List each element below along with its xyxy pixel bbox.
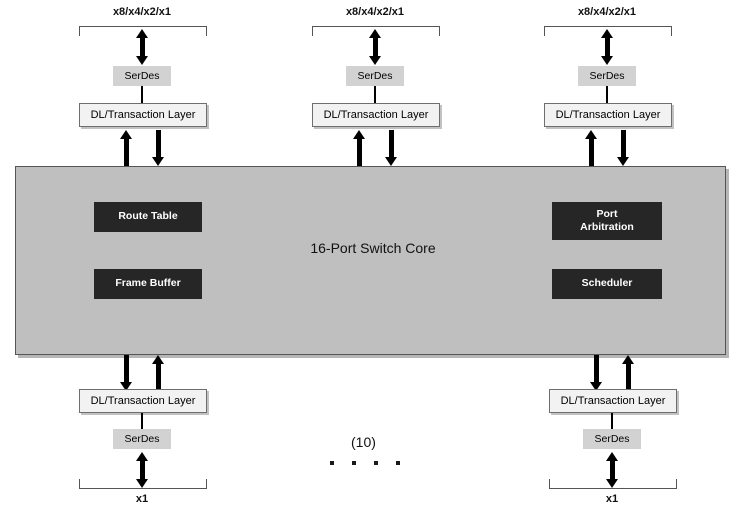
- top-port-2-bracket: [312, 26, 440, 36]
- ellipsis-dot: [330, 461, 334, 465]
- bottom-port-1-serdes: SerDes: [113, 429, 171, 449]
- top-port-3-lane-label: x8/x4/x2/x1: [577, 6, 637, 18]
- top-port-1-serdes: SerDes: [113, 66, 171, 86]
- bottom-port-2-lane-label: x1: [605, 493, 619, 505]
- switch-core-title: 16-Port Switch Core: [310, 240, 436, 256]
- core-block-route-table: Route Table: [94, 202, 202, 232]
- core-block-port-arbitration: Port Arbitration: [552, 202, 662, 240]
- core-block-port-arbitration-line2: Arbitration: [580, 221, 634, 233]
- top-port-2-external-arrow: [369, 29, 382, 65]
- top-port-1-lane-label: x8/x4/x2/x1: [112, 6, 172, 18]
- top-port-3-dl-layer: DL/Transaction Layer: [544, 103, 672, 127]
- top-port-1-ingress-arrow: [120, 130, 133, 166]
- top-port-2-serdes: SerDes: [346, 66, 404, 86]
- bottom-port-2-egress-arrow: [590, 355, 603, 391]
- top-port-3-egress-arrow: [617, 130, 630, 166]
- top-port-1-bracket: [79, 26, 207, 36]
- top-port-1-external-arrow: [136, 29, 149, 65]
- top-port-2-ingress-arrow: [353, 130, 366, 166]
- bottom-port-1-external-arrow: [136, 452, 149, 488]
- core-block-port-arbitration-line1: Port: [596, 207, 618, 220]
- top-port-2-dl-layer: DL/Transaction Layer: [312, 103, 440, 127]
- top-port-3-external-arrow: [601, 29, 614, 65]
- bottom-port-1-ingress-arrow: [152, 355, 165, 391]
- ellipsis-dot: [352, 461, 356, 465]
- bottom-port-1-serdes-stem: [141, 413, 143, 429]
- top-port-2-serdes-stem: [374, 86, 376, 103]
- bottom-port-1-lane-label: x1: [135, 493, 149, 505]
- bottom-port-2-external-arrow: [606, 452, 619, 488]
- bottom-port-2-serdes: SerDes: [583, 429, 641, 449]
- bottom-port-1-dl-layer: DL/Transaction Layer: [79, 389, 207, 413]
- top-port-1-egress-arrow: [152, 130, 165, 166]
- bottom-port-2-dl-layer: DL/Transaction Layer: [549, 389, 677, 413]
- bottom-port-1-egress-arrow: [120, 355, 133, 391]
- top-port-3-serdes: SerDes: [578, 66, 636, 86]
- top-port-1-serdes-stem: [141, 86, 143, 103]
- bottom-port-1-bracket: [79, 479, 207, 489]
- core-block-scheduler: Scheduler: [552, 269, 662, 299]
- bottom-port-2-serdes-stem: [611, 413, 613, 429]
- switch-core: [15, 166, 726, 355]
- bottom-port-2-bracket: [549, 479, 677, 489]
- bottom-port-2-ingress-arrow: [622, 355, 635, 391]
- top-port-3-ingress-arrow: [585, 130, 598, 166]
- top-port-2-lane-label: x8/x4/x2/x1: [345, 6, 405, 18]
- top-port-3-serdes-stem: [606, 86, 608, 103]
- ellipsis-count-label: (10): [351, 434, 376, 450]
- ellipsis-dot: [374, 461, 378, 465]
- core-block-frame-buffer: Frame Buffer: [94, 269, 202, 299]
- ellipsis-dot: [396, 461, 400, 465]
- top-port-1-dl-layer: DL/Transaction Layer: [79, 103, 207, 127]
- top-port-2-egress-arrow: [385, 130, 398, 166]
- top-port-3-bracket: [544, 26, 672, 36]
